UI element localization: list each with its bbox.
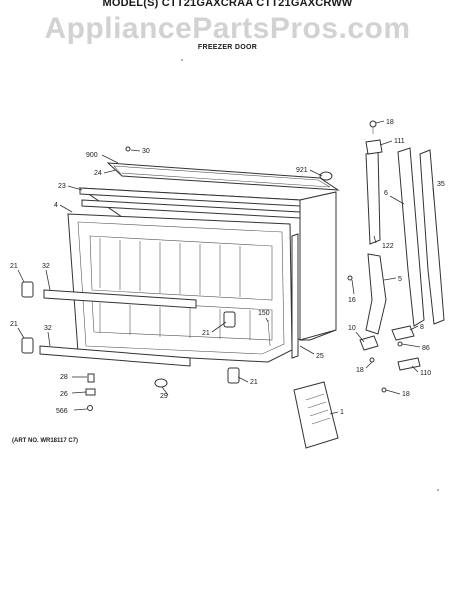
callout-21: 21 <box>10 263 18 270</box>
callout-18: 18 <box>386 119 394 126</box>
callout-86: 86 <box>422 345 430 352</box>
callout-23: 23 <box>58 183 66 190</box>
callout-25: 25 <box>316 353 324 360</box>
callout-18: 18 <box>402 391 410 398</box>
callout-26: 26 <box>60 391 68 398</box>
callout-16: 16 <box>348 297 356 304</box>
callout-32: 32 <box>42 263 50 270</box>
scan-specks <box>181 59 439 491</box>
callout-30: 30 <box>142 148 150 155</box>
callout-18: 18 <box>356 367 364 374</box>
section-title: FREEZER DOOR <box>197 44 258 51</box>
callout-35: 35 <box>437 181 445 188</box>
callout-21: 21 <box>202 330 210 337</box>
callout-6: 6 <box>384 190 388 197</box>
callout-8: 8 <box>420 324 424 331</box>
art-number: (ART NO. WR18117 C7) <box>12 438 79 444</box>
callout-4: 4 <box>54 202 58 209</box>
callout-24: 24 <box>94 170 102 177</box>
door-shelf-bars <box>39 289 197 367</box>
callout-21: 21 <box>250 379 258 386</box>
callout-921: 921 <box>296 167 308 174</box>
callout-5: 5 <box>398 276 402 283</box>
callout-29: 29 <box>160 393 168 400</box>
callout-28: 28 <box>60 374 68 381</box>
shelf-end-caps <box>21 281 240 384</box>
callout-labels: 18 111 900 30 24 921 35 6 23 4 122 21 32… <box>10 119 445 416</box>
watermark: AppliancePartsPros.com <box>44 12 411 45</box>
hinge-handle-assembly <box>347 120 445 393</box>
callout-900: 900 <box>86 152 98 159</box>
owner-manual <box>293 381 339 449</box>
callout-1: 1 <box>340 409 344 416</box>
callout-150: 150 <box>258 310 270 317</box>
callout-122: 122 <box>382 243 394 250</box>
top-gasket-frame <box>106 162 340 191</box>
callout-110: 110 <box>420 370 431 377</box>
leader-lines <box>17 120 435 415</box>
small-hardware <box>85 146 333 411</box>
callout-21: 21 <box>10 321 18 328</box>
callout-111: 111 <box>394 138 405 145</box>
callout-10: 10 <box>348 325 356 332</box>
callout-32: 32 <box>44 325 52 332</box>
model-title: MODEL(S) CTT21GAXCRAA CTT21GAXCRWW <box>102 0 353 9</box>
door-liner <box>67 213 293 363</box>
callout-566: 566 <box>56 408 68 415</box>
side-gasket-strips <box>267 233 299 359</box>
